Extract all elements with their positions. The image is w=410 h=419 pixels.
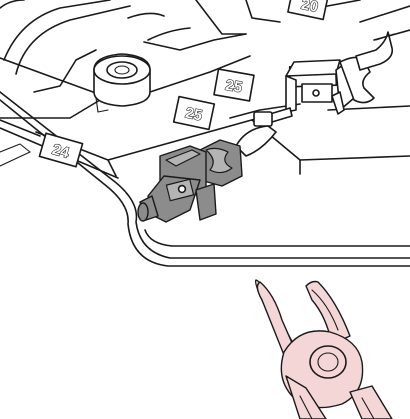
callout-25-a: 25 [214,69,254,101]
part-25-upper [254,32,394,126]
callout-25-a-text: 25 [224,77,243,97]
side-cutters-icon [256,280,392,419]
part-tray [0,0,410,266]
callout-partial: 20 [288,0,328,19]
callout-24: 24 [39,133,82,167]
part-25-lower [138,126,276,222]
round-post [94,54,150,106]
callout-25-b-text: 25 [184,104,204,124]
callout-25-b: 25 [174,97,215,130]
